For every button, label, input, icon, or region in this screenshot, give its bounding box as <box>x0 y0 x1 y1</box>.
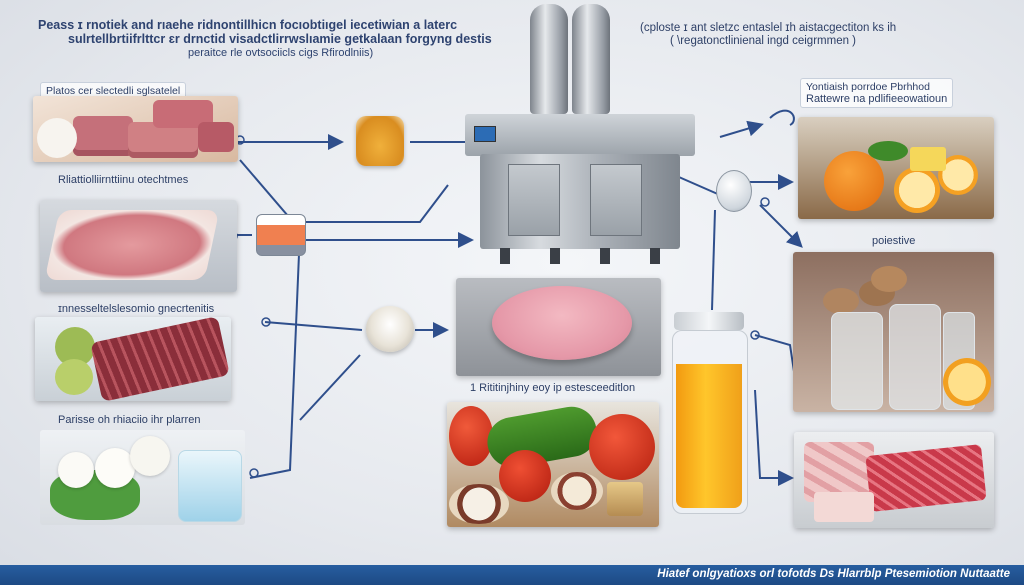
round-bowl-icon <box>366 306 414 352</box>
honey-jar-icon <box>356 116 404 166</box>
heated-container-icon <box>256 214 306 256</box>
footer-text: Hiatef onlgyatioxs orl tofotds Ds Hlarrb… <box>657 568 1010 580</box>
photo-bottles-mushrooms <box>793 252 994 412</box>
label-meat-mid: Rliattiolliirnttiinu otechtmes <box>58 174 189 186</box>
arrow-container-to-machine <box>300 184 449 223</box>
juice-bottle-icon <box>672 312 748 514</box>
header-left: Peass ɪ rnotiek and rıaehe ridnontillhic… <box>38 18 508 60</box>
arrow-bottle-right <box>754 334 796 379</box>
label-center: 1 Rititinjhiny eoy ip estesceeditlon <box>470 382 636 394</box>
photo-citrus <box>798 117 994 219</box>
label-citrus-line2: Rattewre na pdlifieeowatioun <box>806 93 948 105</box>
photo-vegetables <box>447 402 659 527</box>
industrial-processing-machine-icon <box>460 4 705 266</box>
arrow-flask-to-positive <box>759 204 803 248</box>
arrow-to-bowl <box>264 321 363 331</box>
label-citrus: Yontiaish porrdoe Pbrhhod Rattewre na pd… <box>800 78 954 108</box>
arrow-top-right <box>719 120 764 138</box>
label-citrus-line1: Yontiaish porrdoe Pbrhhod <box>806 81 930 93</box>
header-left-line1: Peass ɪ rnotiek and rıaehe ridnontillhic… <box>38 18 458 32</box>
photo-ham-slice <box>40 200 237 292</box>
label-positive: poiestive <box>872 235 916 247</box>
photo-ham-round <box>456 278 661 376</box>
header-left-line3: peraitce rle ovtsociicls cigs Rfirodlnii… <box>188 47 374 59</box>
header-right-line2: ( \regatonctlinienal ingd ceigrmmen ) <box>670 35 857 47</box>
label-eggs: Parisse oh rhiaciio ihr plarren <box>58 414 201 426</box>
arrow-bowl-down <box>299 354 361 421</box>
arrow-flask-down <box>711 209 716 311</box>
arrow-left-trunk <box>239 159 302 479</box>
label-meat-low: ɪnnesseltelslesomio gnecrtenitis <box>58 303 215 315</box>
arrow-bottle-trunk <box>754 389 794 486</box>
photo-eggs-greens <box>40 430 245 525</box>
header-right: (cploste ɪ ant sletzc entaslel ɪh aistac… <box>640 22 970 48</box>
label-meat-top: Platos cer slectedli sglsatelel <box>40 82 187 100</box>
arrow-top-right-curl <box>769 109 795 126</box>
photo-sliced-meat <box>794 432 994 528</box>
header-right-line1: (cploste ɪ ant sletzc entaslel ɪh aistac… <box>640 22 897 34</box>
photo-meat-cuts <box>33 96 238 162</box>
flask-icon <box>716 170 752 212</box>
photo-beef-apples <box>35 317 231 401</box>
footer-bar: Hiatef onlgyatioxs orl tofotds Ds Hlarrb… <box>0 565 1024 585</box>
header-left-line2: sulrtellbrtiifrlttcr ɛr drnctid visadctl… <box>68 32 492 46</box>
